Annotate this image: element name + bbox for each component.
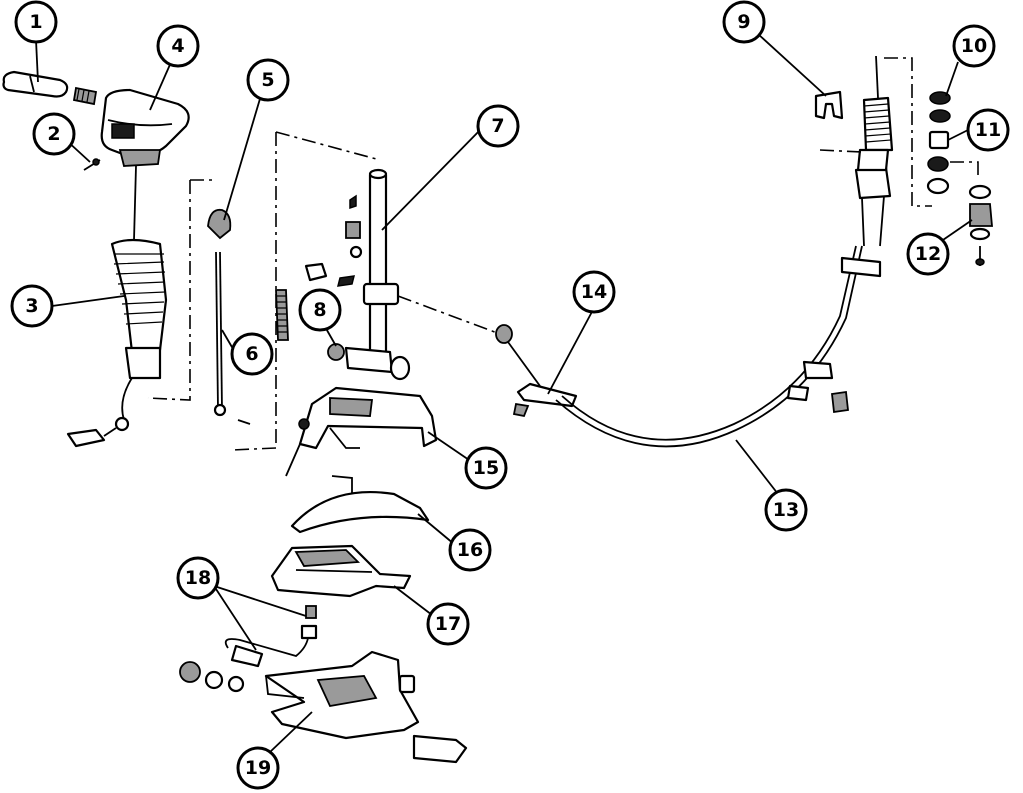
part-12-swivel <box>968 184 993 266</box>
callout-3-label: 3 <box>25 295 38 317</box>
part-14-cable-bracket <box>495 324 578 418</box>
part-5-cap <box>207 208 232 240</box>
part-19-base-assembly <box>179 650 468 764</box>
part-1-shift-button <box>2 70 98 106</box>
callout-10: 10 <box>952 24 996 68</box>
callout-14-label: 14 <box>581 281 607 303</box>
callout-18-label: 18 <box>185 567 211 589</box>
part-16-dust-plate <box>290 475 430 534</box>
callout-17: 17 <box>426 602 470 646</box>
callout-13-label: 13 <box>773 499 799 521</box>
part-8-bushing <box>304 262 345 361</box>
callout-3: 3 <box>10 284 54 328</box>
part-18-detent-spring <box>224 605 318 668</box>
assembly-bracket-right <box>819 57 932 207</box>
callout-8: 8 <box>298 288 342 332</box>
part-6-push-rod <box>213 251 289 425</box>
assembly-bracket-center <box>231 131 381 451</box>
callout-5-label: 5 <box>261 69 274 91</box>
callout-15: 15 <box>464 446 508 490</box>
callout-9: 9 <box>722 0 766 44</box>
callout-4: 4 <box>156 24 200 68</box>
callout-12: 12 <box>906 232 950 276</box>
callout-4-label: 4 <box>171 35 184 57</box>
callout-10-label: 10 <box>961 35 987 57</box>
callout-12-label: 12 <box>915 243 941 265</box>
connection-line-lever-cable <box>397 295 501 335</box>
callout-16: 16 <box>448 528 492 572</box>
callout-labels: 1 2 3 4 5 6 7 8 9 10 11 12 13 14 15 16 1… <box>10 0 1010 790</box>
part-11-washers <box>926 130 950 195</box>
part-9-clip <box>814 90 844 120</box>
callout-2: 2 <box>32 112 76 156</box>
callout-18: 18 <box>176 556 220 600</box>
callout-17-label: 17 <box>435 613 461 635</box>
callout-13: 13 <box>764 488 808 532</box>
part-3-shift-boot <box>66 238 168 448</box>
callout-6: 6 <box>230 332 274 376</box>
callout-19-label: 19 <box>245 757 271 779</box>
part-2-pin <box>83 158 101 171</box>
part-17-lever-bracket <box>270 544 412 598</box>
assembly-bracket-12 <box>950 161 979 180</box>
callout-5: 5 <box>246 58 290 102</box>
callout-7-label: 7 <box>491 115 504 137</box>
callout-6-label: 6 <box>245 343 258 365</box>
callout-11-label: 11 <box>975 119 1001 141</box>
part-cable-end-assembly <box>854 55 894 247</box>
callout-2-label: 2 <box>47 123 60 145</box>
part-10-nuts <box>929 91 951 123</box>
part-15-indicator-cover <box>285 386 438 477</box>
assembly-bracket-left <box>147 179 214 401</box>
callout-11: 11 <box>966 108 1010 152</box>
callout-8-label: 8 <box>313 299 326 321</box>
callout-16-label: 16 <box>457 539 483 561</box>
callout-19: 19 <box>236 746 280 790</box>
part-7-shift-lever <box>337 168 411 381</box>
callout-1: 1 <box>14 0 58 44</box>
part-13-control-cable <box>555 245 882 448</box>
callout-1-label: 1 <box>29 11 42 33</box>
callout-14: 14 <box>572 270 616 314</box>
callout-7: 7 <box>476 104 520 148</box>
callout-15-label: 15 <box>473 457 499 479</box>
callout-9-label: 9 <box>737 11 750 33</box>
part-4-shift-knob <box>100 88 190 241</box>
